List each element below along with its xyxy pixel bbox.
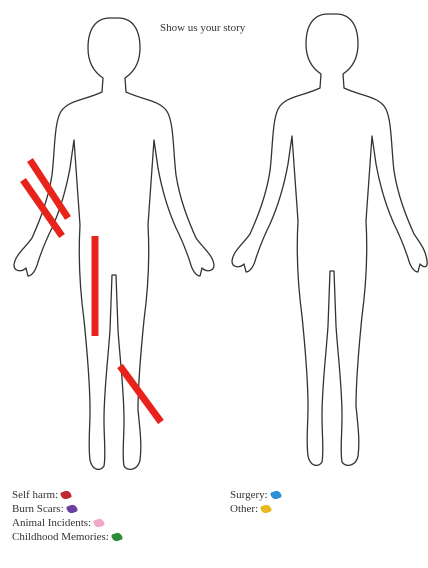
- legend-item: Self harm:: [12, 488, 122, 502]
- legend-item: Animal Incidents:: [12, 516, 122, 530]
- legend-right: Surgery: Other:: [230, 488, 281, 516]
- childhood-memories-swatch: [111, 532, 123, 543]
- surgery-swatch: [270, 490, 282, 501]
- legend-label: Surgery:: [230, 488, 268, 502]
- legend-item: Surgery:: [230, 488, 281, 502]
- self-harm-marks: [23, 160, 161, 422]
- legend-label: Animal Incidents:: [12, 516, 91, 530]
- legend-item: Childhood Memories:: [12, 530, 122, 544]
- self-harm-mark: [23, 180, 62, 236]
- legend-item: Burn Scars:: [12, 502, 122, 516]
- legend-label: Burn Scars:: [12, 502, 64, 516]
- legend-label: Childhood Memories:: [12, 530, 109, 544]
- other-swatch: [260, 504, 272, 515]
- diagram-title: Show us your story: [160, 22, 245, 34]
- legend-item: Other:: [230, 502, 281, 516]
- self-harm-mark: [30, 160, 68, 218]
- legend-label: Self harm:: [12, 488, 58, 502]
- burn-scars-swatch: [66, 504, 78, 515]
- legend-left: Self harm: Burn Scars: Animal Incidents:…: [12, 488, 122, 544]
- animal-incidents-swatch: [93, 518, 105, 529]
- back-body-outline: [232, 14, 427, 465]
- self-harm-mark: [120, 366, 161, 422]
- legend-label: Other:: [230, 502, 258, 516]
- self-harm-swatch: [60, 490, 72, 501]
- front-body-outline: [14, 18, 214, 469]
